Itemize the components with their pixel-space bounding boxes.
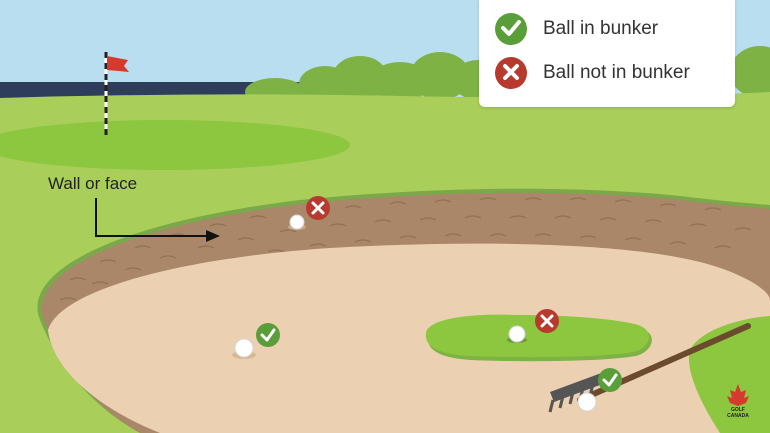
legend-item-in-bunker: Ball in bunker: [495, 12, 658, 46]
cross-icon: [306, 196, 330, 220]
wall-callout-label: Wall or face: [48, 174, 138, 193]
legend-label-not-in-bunker: Ball not in bunker: [543, 62, 690, 83]
check-icon: [598, 368, 622, 392]
logo-text-line1: GOLF: [731, 407, 745, 413]
legend-item-not-in-bunker: Ball not in bunker: [495, 56, 690, 90]
check-icon: [495, 13, 527, 45]
golf-ball-on-island: [507, 325, 527, 343]
maple-leaf-icon: [727, 384, 749, 406]
putting-green: [0, 120, 350, 170]
legend-label-in-bunker: Ball in bunker: [543, 18, 659, 39]
legend: Ball in bunker Ball not in bunker: [479, 0, 735, 107]
check-icon: [256, 323, 280, 347]
logo-text-line2: CANADA: [727, 413, 749, 419]
cross-icon: [495, 57, 527, 89]
cross-icon: [535, 309, 559, 333]
callout-arrow: [95, 198, 220, 242]
golf-ball-against-rake: [577, 392, 597, 412]
golf-canada-logo: GOLF CANADA: [716, 407, 760, 419]
golf-ball-in-sand: [232, 338, 256, 359]
golf-ball-on-wall: [288, 214, 306, 230]
flag: [107, 56, 129, 72]
grass-island: [425, 314, 650, 358]
